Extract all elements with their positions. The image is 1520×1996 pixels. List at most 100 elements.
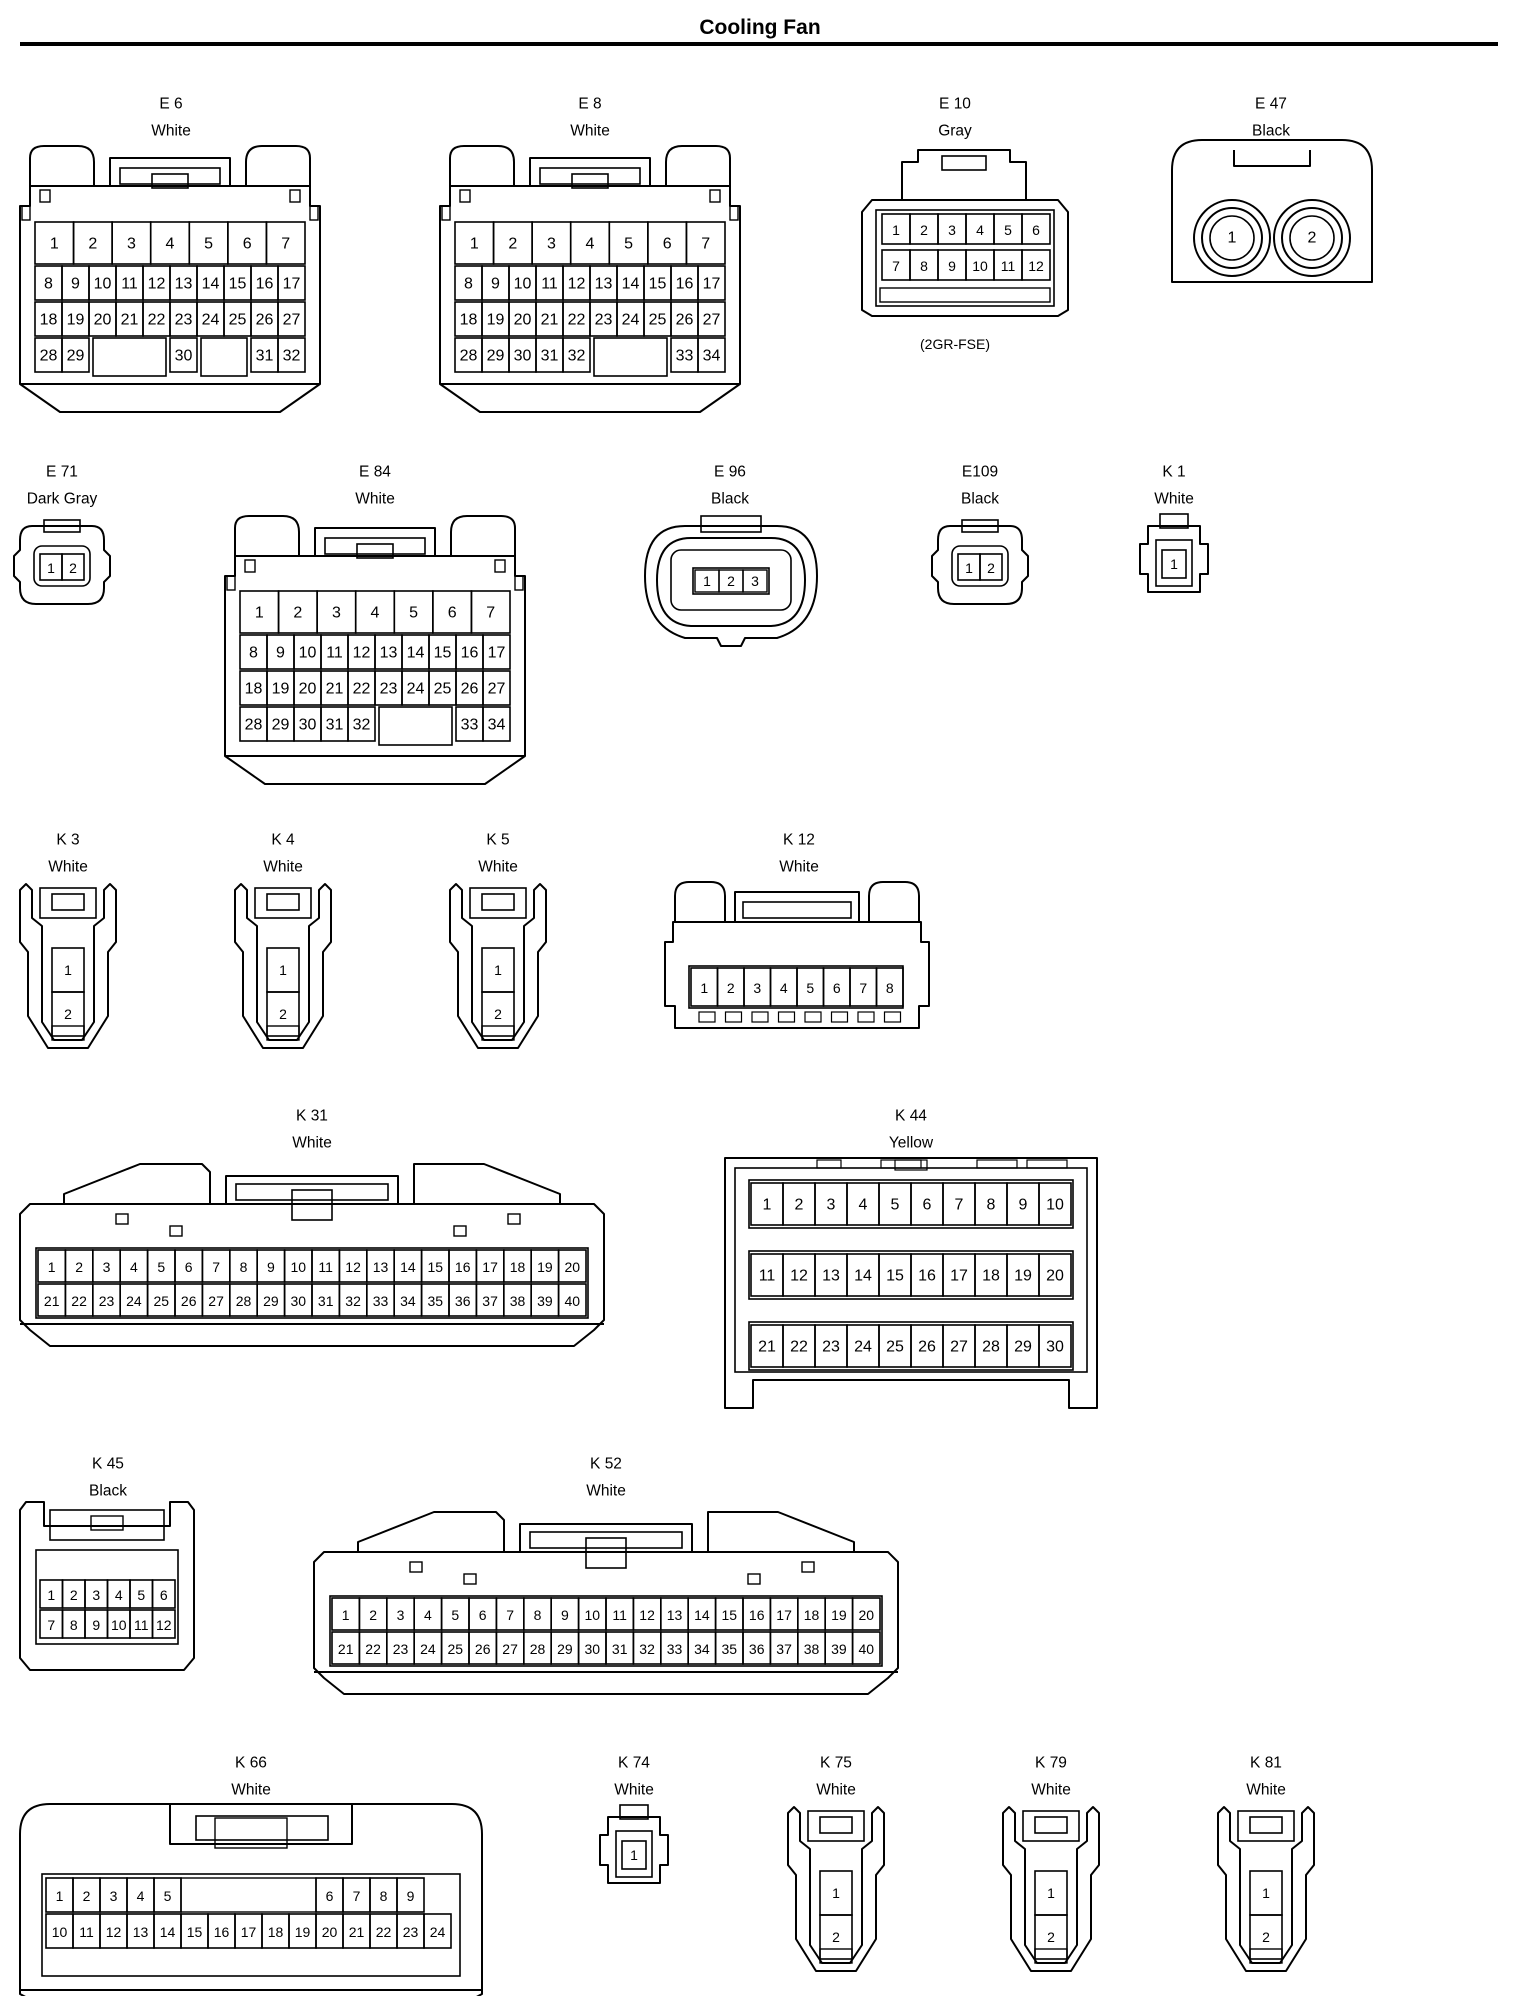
pin-13: 13 xyxy=(667,1607,683,1623)
pin-25: 25 xyxy=(434,681,452,698)
connector-color-label: Gray xyxy=(938,123,972,140)
pin-21: 21 xyxy=(326,681,344,698)
pin-cell xyxy=(557,1249,587,1283)
pin-19: 19 xyxy=(272,681,290,698)
pin-6: 6 xyxy=(833,980,841,996)
pin-33: 33 xyxy=(676,348,694,365)
connector-color-label: White xyxy=(263,859,303,876)
pin-8: 8 xyxy=(240,1259,248,1275)
pin-4: 4 xyxy=(859,1197,868,1214)
pin-9: 9 xyxy=(276,645,285,662)
pin-cell xyxy=(875,967,904,1007)
pin-cell xyxy=(396,1877,425,1913)
pin-8: 8 xyxy=(70,1617,78,1633)
pin-27: 27 xyxy=(208,1293,224,1309)
pin-cell xyxy=(482,706,511,742)
connector-color-label: White xyxy=(151,123,191,140)
pin-2: 2 xyxy=(64,1006,72,1022)
pin-2: 2 xyxy=(1308,230,1317,247)
pin-14: 14 xyxy=(622,276,640,293)
pin-32: 32 xyxy=(345,1293,361,1309)
connector-id-label: K 5 xyxy=(486,832,509,849)
pin-24: 24 xyxy=(126,1293,142,1309)
pin-cell xyxy=(1021,249,1051,281)
pin-6: 6 xyxy=(160,1587,168,1603)
pin-cell xyxy=(562,337,591,373)
pin-24: 24 xyxy=(202,312,220,329)
pin-16: 16 xyxy=(749,1607,765,1623)
pin-33: 33 xyxy=(461,717,479,734)
pin-13: 13 xyxy=(595,276,613,293)
connector-id-label: K 44 xyxy=(895,1108,927,1125)
pin-25: 25 xyxy=(448,1641,464,1657)
pin-2: 2 xyxy=(987,560,995,576)
pin-4: 4 xyxy=(137,1888,145,1904)
pin-19: 19 xyxy=(67,312,85,329)
pin-20: 20 xyxy=(1046,1268,1064,1285)
connector-color-label: White xyxy=(586,1483,626,1500)
pin-1: 1 xyxy=(892,222,900,238)
pin-34: 34 xyxy=(488,717,506,734)
pin-39: 39 xyxy=(831,1641,847,1657)
pin-14: 14 xyxy=(400,1259,416,1275)
pin-15: 15 xyxy=(722,1607,738,1623)
pin-25: 25 xyxy=(229,312,247,329)
connector-color-label: Dark Gray xyxy=(27,491,98,508)
pin-30: 30 xyxy=(585,1641,601,1657)
pin-25: 25 xyxy=(649,312,667,329)
connector-id-label: K 79 xyxy=(1035,1755,1067,1772)
pin-8: 8 xyxy=(249,645,258,662)
pin-17: 17 xyxy=(776,1607,792,1623)
pin-26: 26 xyxy=(256,312,274,329)
pin-18: 18 xyxy=(268,1924,284,1940)
pin-cell xyxy=(1021,213,1051,245)
pin-19: 19 xyxy=(1014,1268,1032,1285)
pin-14: 14 xyxy=(407,645,425,662)
pin-cell xyxy=(851,1631,881,1665)
pin-11: 11 xyxy=(121,276,138,293)
pin-36: 36 xyxy=(455,1293,471,1309)
pin-10: 10 xyxy=(972,258,988,274)
connector-color-label: White xyxy=(816,1782,856,1799)
pin-2: 2 xyxy=(83,1888,91,1904)
connector-id-label: K 66 xyxy=(235,1755,267,1772)
pin-1: 1 xyxy=(763,1197,772,1214)
pin-3: 3 xyxy=(397,1607,405,1623)
pin-34: 34 xyxy=(694,1641,710,1657)
pin-11: 11 xyxy=(759,1268,776,1285)
pin-13: 13 xyxy=(822,1268,840,1285)
pin-31: 31 xyxy=(541,348,559,365)
pin-2: 2 xyxy=(795,1197,804,1214)
connector-color-label: White xyxy=(231,1782,271,1799)
connector-id-label: K 12 xyxy=(783,832,815,849)
pin-29: 29 xyxy=(263,1293,279,1309)
pin-18: 18 xyxy=(804,1607,820,1623)
connector-color-label: White xyxy=(1031,1782,1071,1799)
pin-1: 1 xyxy=(342,1607,350,1623)
pin-1: 1 xyxy=(50,236,59,253)
pin-9: 9 xyxy=(407,1888,415,1904)
pin-6: 6 xyxy=(326,1888,334,1904)
pin-11: 11 xyxy=(612,1607,627,1623)
pin-27: 27 xyxy=(950,1339,968,1356)
pin-6: 6 xyxy=(448,605,457,622)
pin-7: 7 xyxy=(212,1259,220,1275)
pin-4: 4 xyxy=(976,222,984,238)
pin-16: 16 xyxy=(214,1924,230,1940)
pin-2: 2 xyxy=(369,1607,377,1623)
pin-cell xyxy=(61,337,90,373)
pin-2: 2 xyxy=(920,222,928,238)
pin-16: 16 xyxy=(256,276,274,293)
pin-cell xyxy=(277,337,306,373)
connector-id-label: E 84 xyxy=(359,464,391,481)
connector-id-label: E109 xyxy=(962,464,998,481)
pin-22: 22 xyxy=(790,1339,808,1356)
pin-14: 14 xyxy=(160,1924,176,1940)
pin-7: 7 xyxy=(892,258,900,274)
pin-4: 4 xyxy=(780,980,788,996)
pin-cell xyxy=(621,1840,647,1870)
pin-1: 1 xyxy=(1047,1885,1055,1901)
